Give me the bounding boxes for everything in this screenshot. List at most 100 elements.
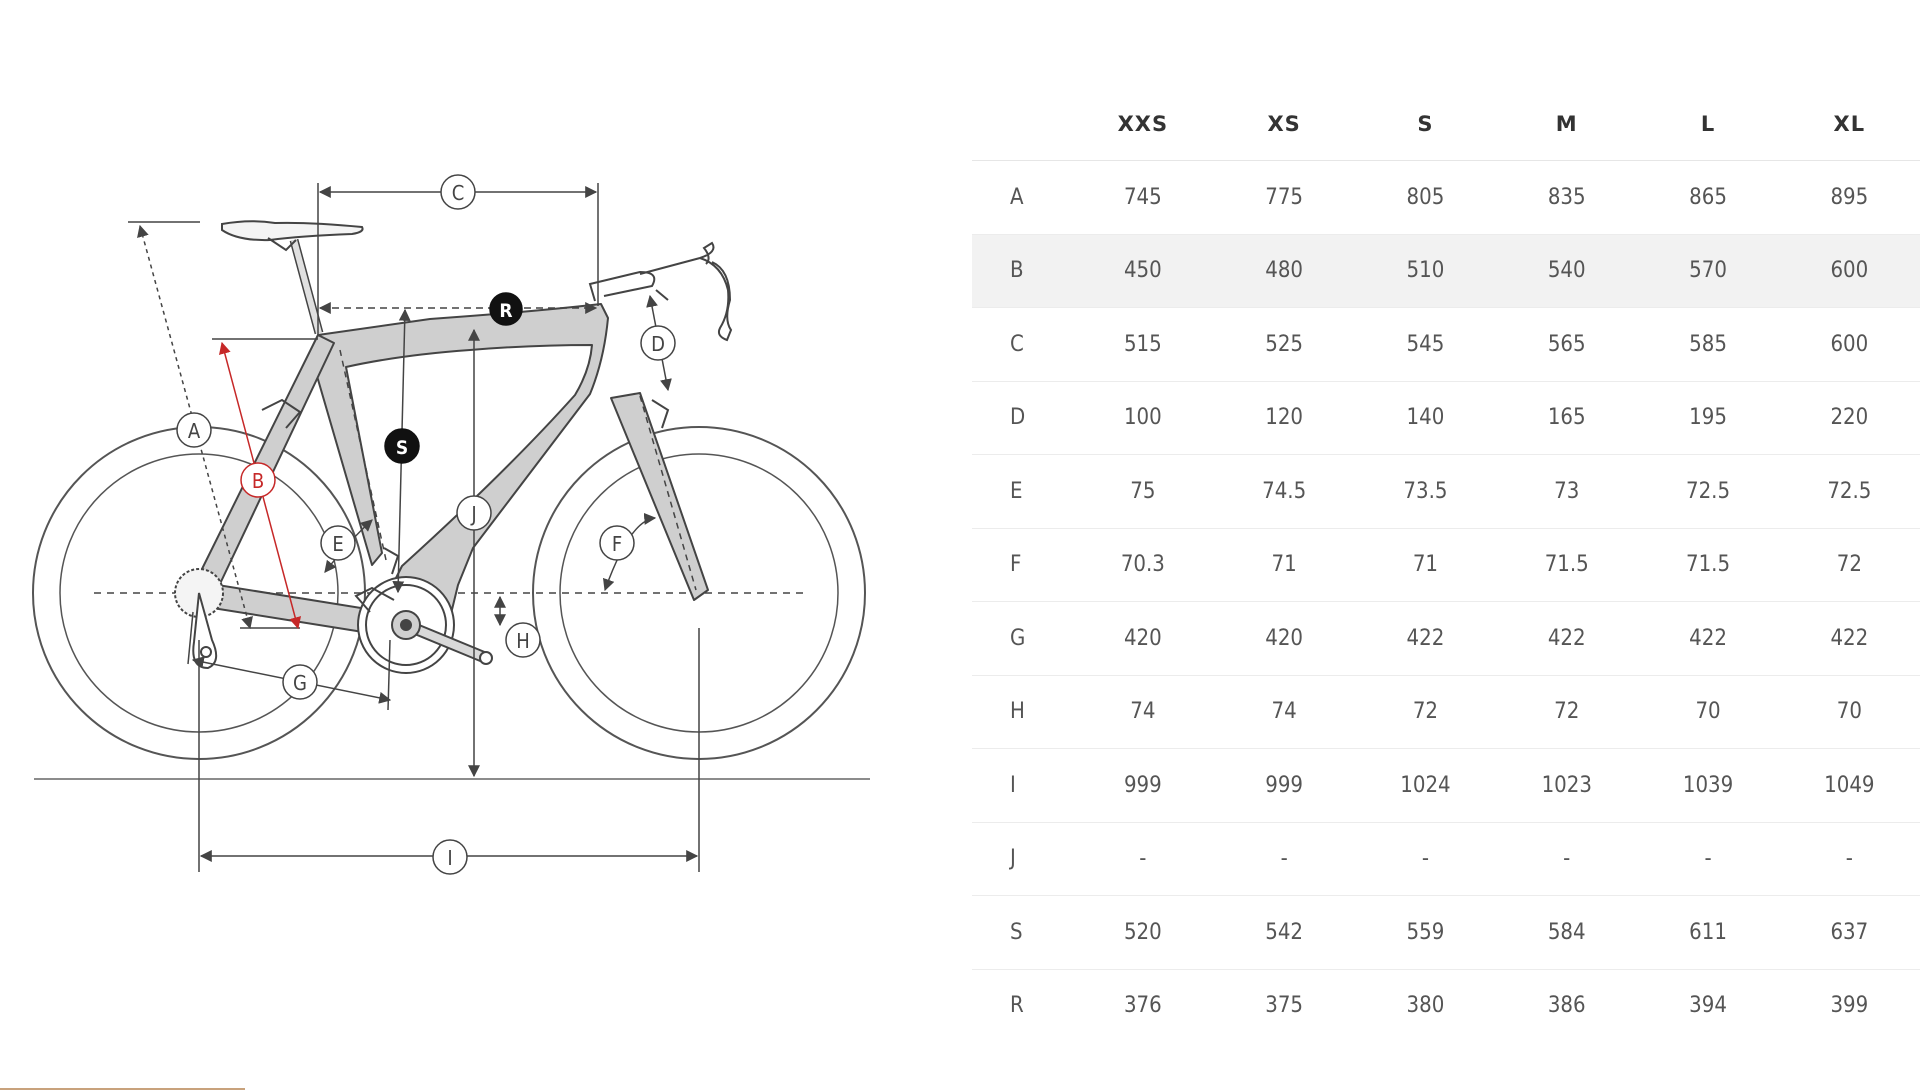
bottom-accent-bar	[0, 1088, 245, 1090]
svg-text:S: S	[396, 437, 408, 459]
row-label: F	[972, 528, 1073, 602]
table-cell: 74	[1072, 675, 1214, 749]
table-cell: 380	[1406, 993, 1445, 1019]
table-cell: 72	[1778, 528, 1920, 602]
table-cell: 600	[1778, 234, 1920, 308]
label-i: I	[432, 839, 468, 875]
table-cell: 386	[1547, 993, 1586, 1019]
table-cell: 525	[1213, 307, 1355, 382]
svg-text:I: I	[447, 846, 452, 870]
table-cell: 1049	[1778, 748, 1920, 823]
row-label: B	[972, 234, 1073, 308]
table-row: J------	[972, 822, 1920, 896]
table-cell: 71.5	[1637, 528, 1779, 602]
label-g: G	[282, 664, 318, 700]
table-cell: 71	[1213, 528, 1355, 602]
table-cell: 515	[1072, 307, 1214, 382]
label-c: C	[440, 174, 476, 210]
table-cell: 72	[1354, 675, 1497, 749]
table-cell: -	[1496, 822, 1638, 896]
table-cell: 895	[1778, 160, 1920, 235]
label-e: E	[320, 525, 356, 561]
table-cell: 70	[1778, 675, 1920, 749]
table-cell: 140	[1354, 381, 1497, 455]
table-cell: 72.5	[1778, 454, 1920, 529]
table-cell: 545	[1354, 307, 1497, 382]
crankset	[354, 576, 493, 674]
table-cell: 72.5	[1637, 454, 1779, 529]
table-cell: 422	[1496, 601, 1638, 676]
table-cell: 420	[1213, 601, 1355, 676]
table-cell: 775	[1213, 160, 1355, 235]
table-cell: -	[1072, 822, 1214, 896]
dim-i	[198, 628, 700, 872]
row-label: J	[972, 822, 1073, 896]
row-label: C	[972, 307, 1073, 382]
table-cell: 420	[1072, 601, 1214, 676]
label-d: D	[640, 325, 676, 361]
table-cell: 1024	[1354, 748, 1497, 823]
table-cell: 75	[1072, 454, 1214, 529]
table-cell: 422	[1778, 601, 1920, 676]
table-cell: 73	[1496, 454, 1638, 529]
row-label: G	[972, 601, 1073, 676]
svg-text:J: J	[470, 502, 476, 526]
dimension-labels: C R S J A B E F D H G I	[176, 174, 676, 875]
table-cell: 805	[1354, 160, 1497, 235]
table-cell: 399	[1830, 993, 1869, 1019]
svg-text:G: G	[293, 671, 307, 695]
header-cell	[972, 88, 1073, 161]
row-label: R	[1010, 993, 1024, 1019]
row-label: H	[972, 675, 1073, 749]
header-cell: XS	[1213, 88, 1355, 161]
svg-text:R: R	[499, 300, 512, 322]
table-cell: 835	[1496, 160, 1638, 235]
svg-text:E: E	[332, 532, 343, 556]
table-cell: 422	[1637, 601, 1779, 676]
table-cell: 422	[1354, 601, 1497, 676]
header-cell: S	[1354, 88, 1497, 161]
table-cell: 1039	[1637, 748, 1779, 823]
table-cell: 999	[1072, 748, 1214, 823]
table-cell: 565	[1496, 307, 1638, 382]
table-cell: 570	[1637, 234, 1779, 308]
row-label: A	[972, 160, 1073, 235]
table-cell: 540	[1496, 234, 1638, 308]
table-cell: 74.5	[1213, 454, 1355, 529]
label-h: H	[505, 622, 541, 658]
label-j: J	[456, 495, 492, 531]
table-cell: 480	[1213, 234, 1355, 308]
table-cell: 220	[1778, 381, 1920, 455]
saddle	[221, 220, 364, 335]
row-label: S	[972, 895, 1073, 970]
table-cell: 70	[1637, 675, 1779, 749]
bike-geometry-diagram: C R S J A B E F D H G I	[32, 174, 870, 875]
table-cell: -	[1213, 822, 1355, 896]
table-cell: 999	[1213, 748, 1355, 823]
header-cell: XXS	[1072, 88, 1214, 161]
table-header-row: XXS XS S M L XL	[972, 88, 1920, 161]
table-cell: 375	[1265, 993, 1304, 1019]
svg-text:A: A	[188, 419, 201, 443]
table-cell: 394	[1689, 993, 1727, 1019]
table-cell: 72	[1496, 675, 1638, 749]
table-cell: 584	[1496, 895, 1638, 970]
table-cell: 195	[1637, 381, 1779, 455]
row-label: E	[972, 454, 1073, 529]
label-r: R	[489, 292, 523, 326]
table-cell: 70.3	[1072, 528, 1214, 602]
label-s: S	[384, 428, 420, 464]
header-cell: L	[1637, 88, 1779, 161]
svg-text:B: B	[252, 469, 264, 493]
table-cell: 865	[1637, 160, 1779, 235]
table-cell: 600	[1778, 307, 1920, 382]
table-cell: 637	[1778, 895, 1920, 970]
table-cell: -	[1778, 822, 1920, 896]
